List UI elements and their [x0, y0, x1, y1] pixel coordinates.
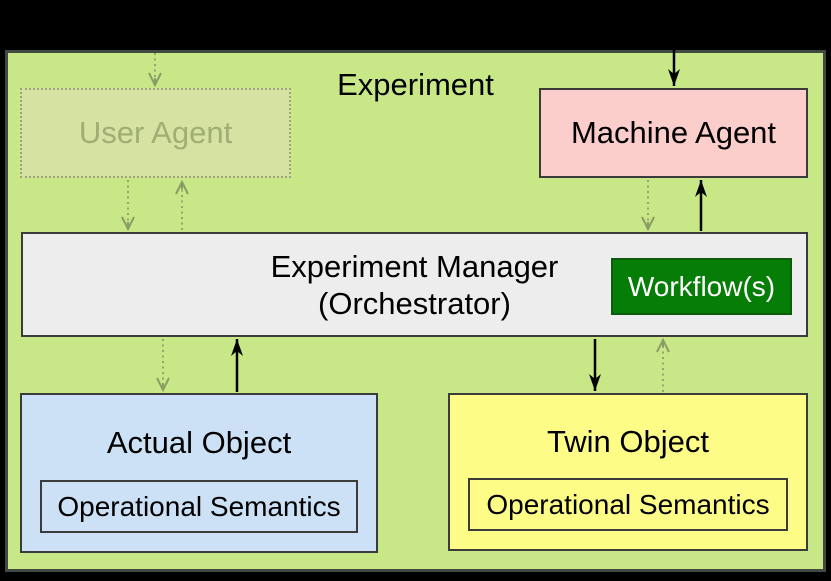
node-experiment-manager: Experiment Manager (Orchestrator) Workfl…: [21, 232, 808, 337]
twin-operational-semantics-label: Operational Semantics: [486, 488, 770, 520]
experiment-container-label: Experiment: [337, 67, 494, 102]
actual-operational-semantics: Operational Semantics: [40, 480, 358, 533]
actual-operational-semantics-label: Operational Semantics: [57, 490, 341, 522]
workflow-label: Workflow(s): [627, 271, 776, 302]
machine-agent-label: Machine Agent: [570, 115, 777, 150]
actual-object-label: Actual Object: [106, 424, 292, 460]
node-machine-agent: Machine Agent: [539, 88, 808, 178]
experiment-manager-label-line2: (Orchestrator): [318, 285, 511, 321]
experiment-container: Experiment User Agent Machine Agent Expe…: [5, 50, 826, 572]
node-workflow: Workflow(s): [611, 258, 792, 315]
node-twin-object: Twin Object Operational Semantics: [448, 393, 808, 551]
node-user-agent: User Agent: [20, 88, 291, 178]
user-agent-label: User Agent: [78, 115, 233, 150]
twin-operational-semantics: Operational Semantics: [468, 478, 788, 531]
node-actual-object: Actual Object Operational Semantics: [20, 393, 378, 553]
twin-object-label: Twin Object: [547, 423, 709, 459]
experiment-manager-label-line1: Experiment Manager: [270, 248, 559, 284]
